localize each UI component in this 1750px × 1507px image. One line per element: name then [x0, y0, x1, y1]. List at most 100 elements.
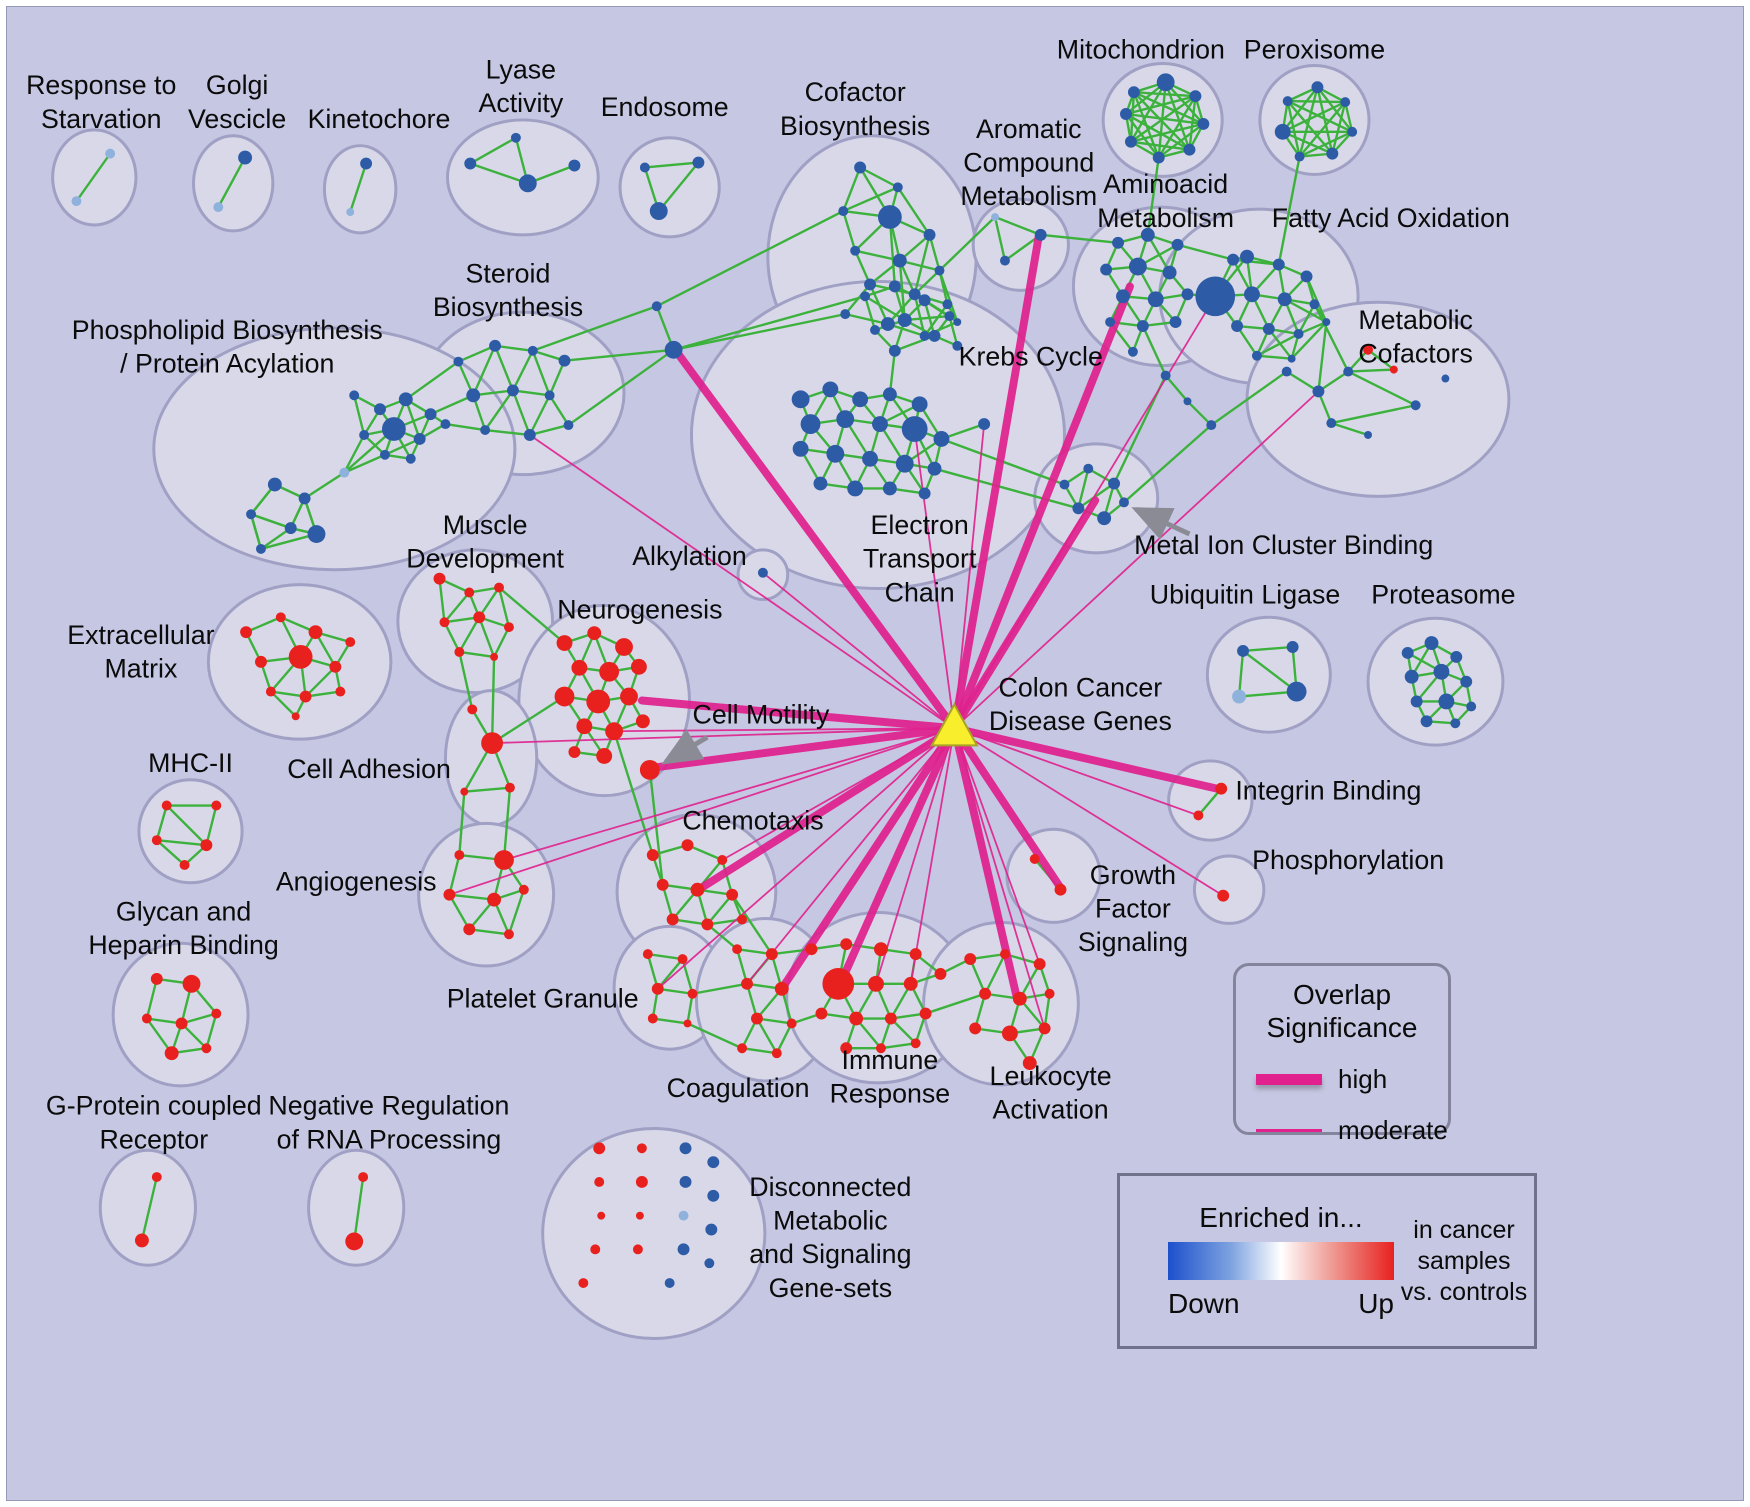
- gene-set-node: [134, 1233, 149, 1248]
- green-edge: [155, 838, 186, 867]
- green-edge: [511, 349, 534, 392]
- green-edge: [879, 1042, 917, 1050]
- gene-set-node: [201, 1043, 212, 1054]
- green-edge: [304, 665, 337, 698]
- gene-set-node: [639, 759, 660, 780]
- green-edge: [993, 215, 1007, 262]
- gene-set-node: [1181, 288, 1194, 301]
- green-edge: [863, 295, 906, 322]
- green-edge: [844, 283, 872, 316]
- green-edge: [612, 730, 654, 857]
- gene-set-node: [741, 977, 753, 990]
- gene-set-node: [460, 787, 469, 796]
- label-proteasome: Proteasome: [1371, 579, 1515, 609]
- overlap-edge-moderate: [746, 727, 956, 985]
- gene-set-node: [901, 416, 928, 442]
- gene-set-node: [141, 1013, 152, 1024]
- green-edge: [448, 893, 496, 901]
- gene-set-node: [677, 1243, 690, 1256]
- gene-set-node: [892, 182, 903, 193]
- green-edge: [1077, 467, 1090, 510]
- gene-set-node: [288, 645, 313, 669]
- gene-set-node: [594, 1177, 605, 1187]
- green-edge: [853, 249, 872, 286]
- gene-set-node: [934, 967, 947, 980]
- green-edge: [145, 1017, 173, 1055]
- gene-set-node: [291, 712, 300, 721]
- gene-set-node: [1326, 147, 1339, 160]
- green-edge: [472, 344, 497, 397]
- overlap-edge-high: [694, 724, 959, 894]
- overlap-edge-moderate: [449, 727, 955, 896]
- gene-set-node: [284, 522, 297, 535]
- gene-set-node: [882, 481, 897, 496]
- gene-set-node: [792, 440, 809, 457]
- gene-set-node: [1140, 227, 1155, 242]
- green-edge: [686, 843, 724, 862]
- high-significance-line-swatch: [1256, 1074, 1322, 1085]
- green-edge: [721, 858, 734, 896]
- green-edge: [528, 423, 570, 437]
- green-edge: [548, 359, 566, 397]
- gene-set-node: [596, 748, 613, 764]
- gene-set-node: [918, 294, 931, 307]
- green-edge: [448, 893, 471, 931]
- green-edge: [923, 303, 949, 338]
- gene-set-node: [453, 356, 464, 367]
- gene-set-node: [872, 416, 888, 433]
- green-edge: [1241, 649, 1298, 693]
- green-edge: [643, 161, 700, 169]
- green-edge: [740, 1047, 778, 1055]
- cluster-peroxisome: [1258, 63, 1371, 176]
- legend-overlap-title-line2: Significance: [1266, 1012, 1418, 1043]
- green-edge: [205, 1012, 218, 1050]
- gene-set-node: [1281, 366, 1292, 377]
- gene-set-node: [150, 972, 163, 985]
- gene-set-node: [544, 390, 555, 401]
- gene-set-node: [679, 1176, 692, 1188]
- moderate-significance-line-swatch: [1256, 1129, 1322, 1132]
- gene-set-node: [840, 309, 851, 320]
- gene-set-node: [563, 420, 574, 431]
- green-edge: [672, 312, 847, 351]
- gene-set-node: [737, 1043, 748, 1054]
- green-edge: [468, 928, 511, 936]
- gene-set-node: [1311, 81, 1324, 94]
- gene-set-node: [692, 156, 705, 169]
- green-edge: [404, 398, 421, 441]
- green-edge: [531, 349, 551, 397]
- gene-set-node: [379, 449, 390, 460]
- gene-set-node: [1410, 400, 1421, 411]
- cluster-proteasome: [1366, 616, 1505, 747]
- overlap-edge-moderate: [953, 295, 1217, 729]
- gene-set-node: [895, 454, 914, 473]
- gene-set-node: [1286, 641, 1299, 653]
- cluster-phosphorylation: [1192, 854, 1266, 925]
- green-edge: [269, 690, 297, 718]
- gene-set-node: [632, 1244, 643, 1255]
- gene-set-node: [593, 1142, 606, 1155]
- gene-set-node: [1272, 258, 1285, 271]
- gene-set-node: [105, 148, 116, 159]
- green-edge: [1210, 370, 1288, 427]
- label-integrin-binding: Integrin Binding: [1235, 776, 1421, 806]
- legend-overlap-title-line1: Overlap: [1292, 979, 1392, 1010]
- gene-set-node: [1127, 346, 1138, 357]
- gene-set-node: [1441, 374, 1450, 383]
- gene-set-node: [953, 318, 962, 327]
- gene-set-node: [1340, 97, 1351, 108]
- gene-set-node: [398, 392, 413, 407]
- gene-set-node: [1232, 689, 1247, 704]
- gene-set-node: [635, 714, 650, 729]
- gene-set-node: [822, 381, 839, 398]
- green-edge: [507, 888, 526, 936]
- gene-set-node: [518, 174, 537, 193]
- gene-set-node: [345, 637, 356, 647]
- gene-set-node: [413, 433, 426, 445]
- green-edge: [730, 893, 774, 956]
- green-edge: [458, 650, 474, 711]
- gene-set-node: [374, 403, 386, 416]
